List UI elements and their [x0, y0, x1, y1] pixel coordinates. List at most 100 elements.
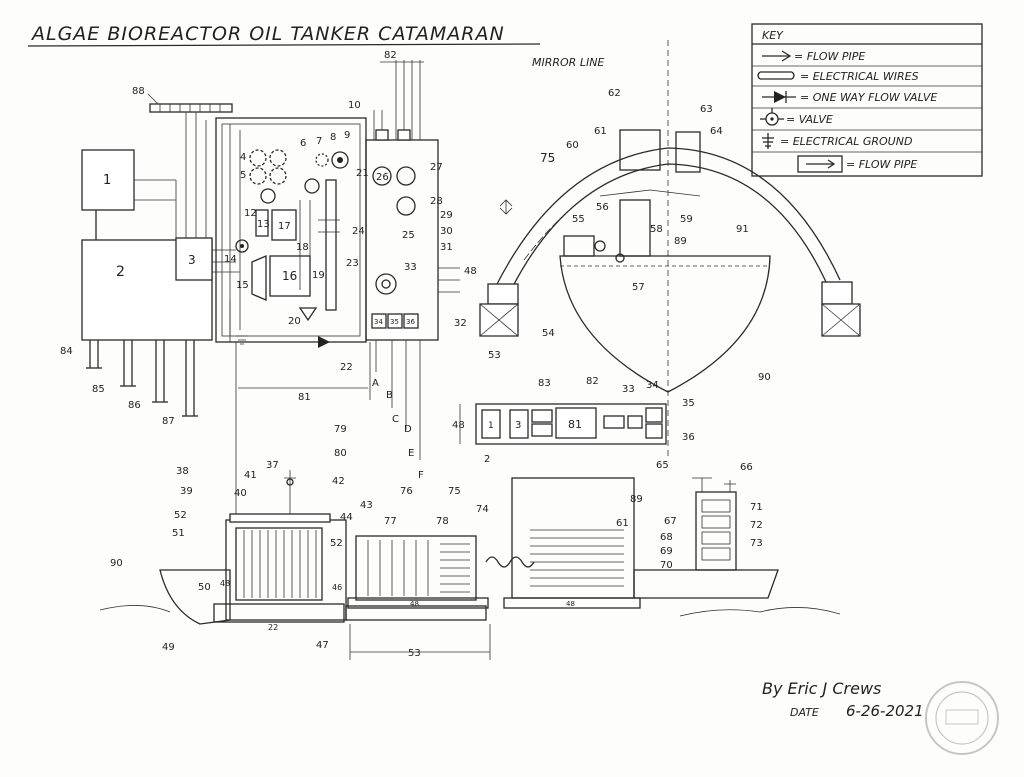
label-78: 78 — [436, 516, 449, 527]
label-2: 2 — [116, 264, 125, 280]
control-schematic: 1 2 84 85 86 87 — [60, 50, 467, 520]
key-item-label: = FLOW PIPE — [794, 50, 865, 63]
label-28: 28 — [430, 196, 443, 207]
label-18: 18 — [296, 242, 309, 253]
label-8: 8 — [330, 132, 336, 143]
label-88: 88 — [132, 86, 145, 97]
label-49: 49 — [162, 642, 175, 653]
electrical-ground-icon — [762, 133, 774, 149]
label-42: 42 — [332, 476, 345, 487]
component-1-box — [81, 149, 135, 211]
label-89-side: 89 — [630, 494, 643, 505]
label-1-strip: 1 — [488, 421, 494, 431]
bioreactor-middle-tubes — [367, 540, 470, 596]
label-54: 54 — [542, 328, 555, 339]
label-91: 91 — [736, 224, 749, 235]
label-90: 90 — [758, 372, 771, 383]
label-35-strip: 35 — [682, 398, 695, 409]
label-72: 72 — [750, 520, 763, 531]
label-81: 81 — [298, 392, 311, 403]
label-63: 63 — [700, 104, 713, 115]
label-22-side: 22 — [268, 623, 278, 632]
key-legend: KEY = FLOW PIPE = ELECTRICAL WIRES = ONE… — [751, 23, 983, 177]
label-37: 37 — [266, 460, 279, 471]
label-84: 84 — [60, 346, 73, 357]
label-25: 25 — [402, 230, 415, 241]
key-item-label: = FLOW PIPE — [846, 158, 917, 171]
label-41: 41 — [244, 470, 257, 481]
label-57: 57 — [632, 282, 645, 293]
label-13: 13 — [257, 219, 270, 230]
label-3: 3 — [188, 253, 196, 267]
label-48-mid: 48 — [410, 600, 419, 608]
label-68: 68 — [660, 532, 673, 543]
label-48-strip: 48 — [452, 420, 465, 431]
label-33: 33 — [404, 262, 417, 273]
label-75-side: 75 — [448, 486, 461, 497]
label-30: 30 — [440, 226, 453, 237]
label-36-strip: 36 — [682, 432, 695, 443]
key-heading: KEY — [762, 29, 784, 42]
label-D: D — [404, 424, 412, 435]
bioreactor-right-plates — [530, 529, 624, 587]
valve-icon — [760, 108, 784, 126]
label-90-side: 90 — [110, 558, 123, 569]
label-75: 75 — [540, 151, 555, 165]
label-48-right: 48 — [566, 600, 575, 608]
electrical-wires-icon — [757, 71, 795, 80]
label-51: 51 — [172, 528, 185, 539]
label-12: 12 — [244, 208, 257, 219]
label-F: F — [418, 470, 424, 481]
signature-block: By Eric J Crews DATE 6-26-2021 — [762, 679, 924, 720]
title-text: ALGAE BIOREACTOR OIL TANKER CATAMARAN — [30, 23, 505, 45]
label-31: 31 — [440, 242, 453, 253]
support-legs — [86, 340, 198, 417]
label-9: 9 — [344, 130, 350, 141]
label-70: 70 — [660, 560, 673, 571]
notary-stamp — [925, 681, 999, 755]
label-17: 17 — [278, 221, 291, 232]
label-89: 89 — [674, 236, 687, 247]
one-way-valve-icon — [762, 91, 796, 103]
label-79: 79 — [334, 424, 347, 435]
mirror-line-label: MIRROR LINE — [532, 56, 604, 69]
key-item-label: = ELECTRICAL WIRES — [800, 70, 919, 83]
label-2-strip: 2 — [484, 454, 490, 465]
label-C: C — [392, 414, 399, 425]
label-1: 1 — [103, 173, 111, 188]
label-48: 48 — [464, 266, 477, 277]
label-33-strip: 33 — [622, 384, 635, 395]
label-22: 22 — [340, 362, 353, 373]
label-77: 77 — [384, 516, 397, 527]
label-81-strip: 81 — [568, 418, 582, 431]
label-80: 80 — [334, 448, 347, 459]
component-3-box — [175, 237, 213, 281]
label-27: 27 — [430, 162, 443, 173]
label-47: 47 — [316, 640, 329, 651]
label-36: 36 — [406, 318, 415, 326]
label-69: 69 — [660, 546, 673, 557]
label-74: 74 — [476, 504, 489, 515]
flow-pipe-section-icon — [797, 155, 843, 173]
label-21: 21 — [356, 168, 369, 179]
key-item-label: = ELECTRICAL GROUND — [780, 135, 912, 148]
label-A: A — [372, 378, 379, 389]
label-26: 26 — [376, 172, 389, 183]
label-40: 40 — [234, 488, 247, 499]
hull-cross-section: MIRROR LINE 48 53 54 91 90 89 58 57 55 5… — [464, 40, 861, 460]
label-32: 32 — [454, 318, 467, 329]
label-29: 29 — [440, 210, 453, 221]
key-item-label: = ONE WAY FLOW VALVE — [800, 91, 937, 104]
label-62: 62 — [608, 88, 621, 99]
bioreactor-left-fins — [243, 530, 317, 598]
label-44: 44 — [340, 512, 353, 523]
label-E: E — [408, 448, 414, 459]
label-15: 15 — [236, 280, 249, 291]
signature: By Eric J Crews — [762, 679, 881, 698]
label-46: 46 — [332, 583, 342, 592]
label-48-side: 48 — [220, 579, 230, 588]
label-58: 58 — [650, 224, 663, 235]
label-19: 19 — [312, 270, 325, 281]
label-67: 67 — [664, 516, 677, 527]
label-6: 6 — [300, 138, 306, 149]
